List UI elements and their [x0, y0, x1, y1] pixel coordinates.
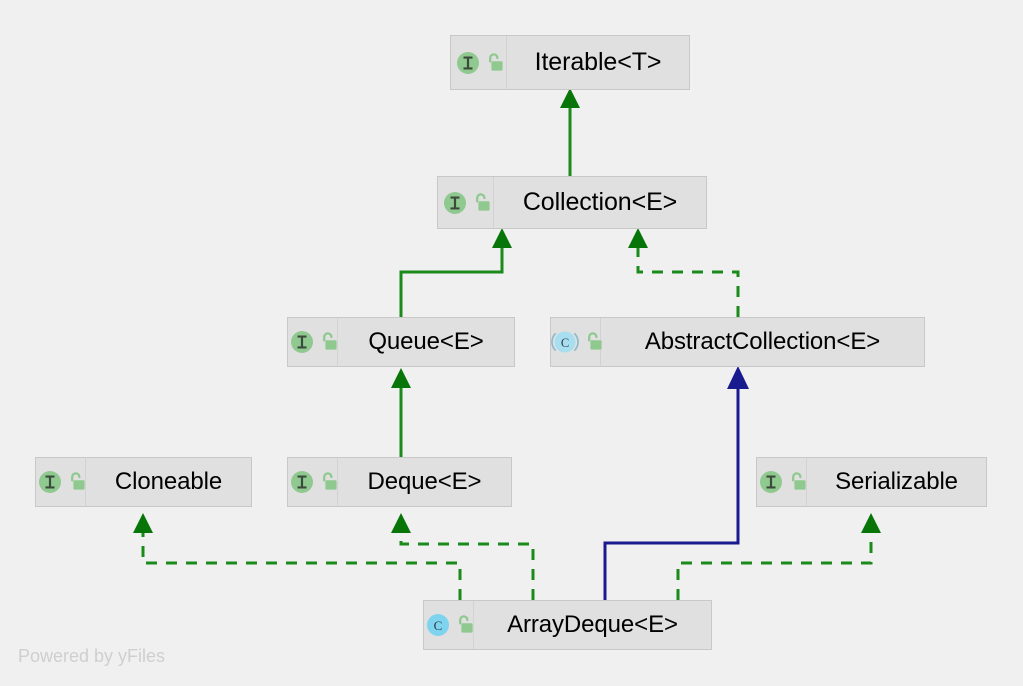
- svg-text:C: C: [434, 618, 443, 633]
- node-icon-cell: [757, 458, 807, 506]
- unlocked-padlock-icon: [485, 52, 504, 74]
- uml-node-queue[interactable]: Queue<E>: [287, 317, 515, 367]
- uml-node-serializable[interactable]: Serializable: [756, 457, 987, 507]
- edge-collection-extends-iterable: [560, 88, 580, 176]
- interface-icon: [289, 469, 315, 495]
- unlocked-padlock-icon: [788, 471, 807, 493]
- node-icon-cell: [451, 36, 507, 89]
- node-label: Collection<E>: [522, 188, 678, 216]
- node-label: Iterable<T>: [534, 48, 662, 76]
- interface-icon: [37, 469, 63, 495]
- edge-abstractcollection-implements-collection: [628, 228, 740, 317]
- unlocked-padlock-icon: [472, 192, 491, 214]
- unlocked-padlock-icon: [319, 471, 338, 493]
- node-icon-cell: C: [424, 601, 474, 649]
- uml-node-abstractcollection[interactable]: C AbstractCollection<E>: [550, 317, 925, 367]
- node-label: Queue<E>: [368, 328, 484, 355]
- node-label: AbstractCollection<E>: [644, 328, 881, 355]
- edge-arraydeque-implements-deque: [391, 513, 535, 600]
- edge-arraydeque-implements-serializable: [676, 513, 881, 600]
- edge-queue-extends-collection: [399, 228, 512, 317]
- node-icon-cell: [288, 318, 338, 366]
- interface-icon: [758, 469, 784, 495]
- interface-icon: [455, 50, 481, 76]
- uml-node-iterable[interactable]: Iterable<T>: [450, 35, 690, 90]
- uml-node-arraydeque[interactable]: C ArrayDeque<E>: [423, 600, 712, 650]
- node-label: ArrayDeque<E>: [507, 611, 678, 638]
- unlocked-padlock-icon: [584, 331, 603, 353]
- node-icon-cell: [438, 177, 494, 228]
- edge-deque-extends-queue: [391, 368, 411, 457]
- edge-arraydeque-implements-cloneable: [133, 513, 462, 600]
- abstract-class-icon: C: [550, 329, 580, 355]
- uml-node-deque[interactable]: Deque<E>: [287, 457, 512, 507]
- uml-node-cloneable[interactable]: Cloneable: [35, 457, 252, 507]
- node-icon-cell: [36, 458, 86, 506]
- uml-node-collection[interactable]: Collection<E>: [437, 176, 707, 229]
- unlocked-padlock-icon: [455, 614, 474, 636]
- edge-arraydeque-extends-abstractcollection: [603, 366, 749, 600]
- node-label: Serializable: [835, 468, 958, 495]
- unlocked-padlock-icon: [319, 331, 338, 353]
- interface-icon: [442, 190, 468, 216]
- class-icon: C: [425, 612, 451, 638]
- node-label: Deque<E>: [367, 468, 482, 495]
- node-label: Cloneable: [114, 468, 223, 495]
- yfiles-watermark: Powered by yFiles: [18, 646, 166, 666]
- interface-icon: [289, 329, 315, 355]
- node-icon-cell: C: [550, 318, 603, 366]
- svg-text:C: C: [561, 336, 569, 350]
- unlocked-padlock-icon: [67, 471, 86, 493]
- node-icon-cell: [288, 458, 338, 506]
